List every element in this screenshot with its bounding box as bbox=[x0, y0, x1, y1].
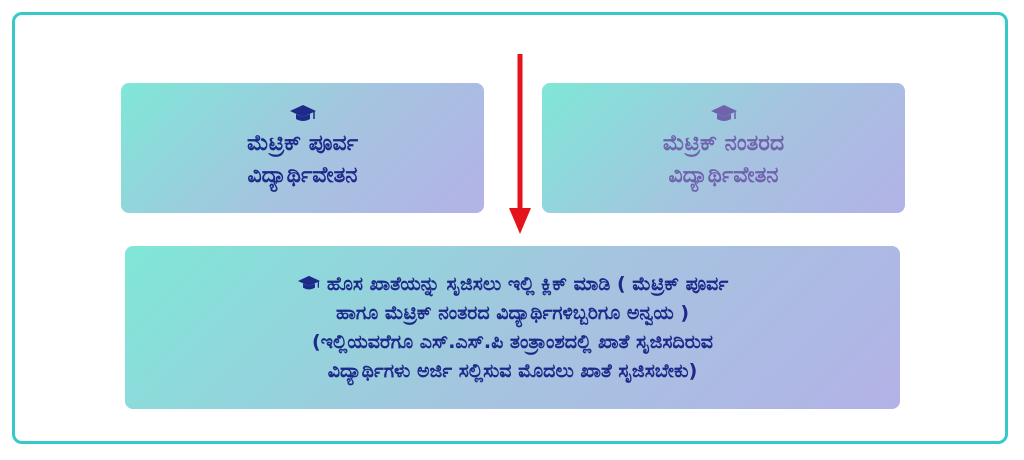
graduation-cap-icon bbox=[297, 275, 320, 289]
post-matric-title-line2: ವಿದ್ಯಾರ್ಥಿವೇತನ bbox=[668, 163, 779, 188]
create-account-text: ಹೊಸ ಖಾತೆಯನ್ನು ಸೃಜಿಸಲು ಇಲ್ಲಿ ಕ್ಲಿಕ್ ಮಾಡಿ … bbox=[297, 270, 728, 386]
create-account-line4: ವಿದ್ಯಾರ್ಥಿಗಳು ಅರ್ಜಿ ಸಲ್ಲಿಸುವ ಮೊದಲು ಖಾತೆ … bbox=[327, 359, 698, 382]
graduation-cap-icon bbox=[710, 105, 737, 121]
post-matric-title-line1: ಮೆಟ್ರಿಕ್ ನಂತರದ bbox=[662, 131, 785, 156]
create-account-line1-text: ಹೊಸ ಖಾತೆಯನ್ನು ಸೃಜಿಸಲು ಇಲ್ಲಿ ಕ್ಲಿಕ್ ಮಾಡಿ … bbox=[326, 272, 729, 295]
create-account-line3: (ಇಲ್ಲಿಯವರೆಗೂ ಎಸ್.ಎಸ್.ಪಿ ತಂತ್ರಾಂಶದಲ್ಲಿ ಖಾ… bbox=[311, 330, 713, 353]
create-new-account-card[interactable]: ಹೊಸ ಖಾತೆಯನ್ನು ಸೃಜಿಸಲು ಇಲ್ಲಿ ಕ್ಲಿಕ್ ಮಾಡಿ … bbox=[125, 246, 900, 409]
pre-matric-title-line2: ವಿದ್ಯಾರ್ಥಿವೇತನ bbox=[247, 163, 358, 188]
create-account-line1: ಹೊಸ ಖಾತೆಯನ್ನು ಸೃಜಿಸಲು ಇಲ್ಲಿ ಕ್ಲಿಕ್ ಮಾಡಿ … bbox=[297, 270, 728, 299]
pre-matric-title-line1: ಮೆಟ್ರಿಕ್ ಪೂರ್ವ bbox=[246, 131, 359, 156]
graduation-cap-icon bbox=[289, 105, 316, 121]
pre-matric-scholarship-card[interactable]: ಮೆಟ್ರಿಕ್ ಪೂರ್ವ ವಿದ್ಯಾರ್ಥಿವೇತನ bbox=[121, 83, 484, 213]
down-arrow-icon bbox=[509, 54, 531, 234]
post-matric-scholarship-card[interactable]: ಮೆಟ್ರಿಕ್ ನಂತರದ ವಿದ್ಯಾರ್ಥಿವೇತನ bbox=[542, 83, 905, 213]
create-account-line2: ಹಾಗೂ ಮೆಟ್ರಿಕ್ ನಂತರದ ವಿದ್ಯಾರ್ಥಿಗಳಿಬ್ಬರಿಗೂ… bbox=[335, 301, 690, 324]
